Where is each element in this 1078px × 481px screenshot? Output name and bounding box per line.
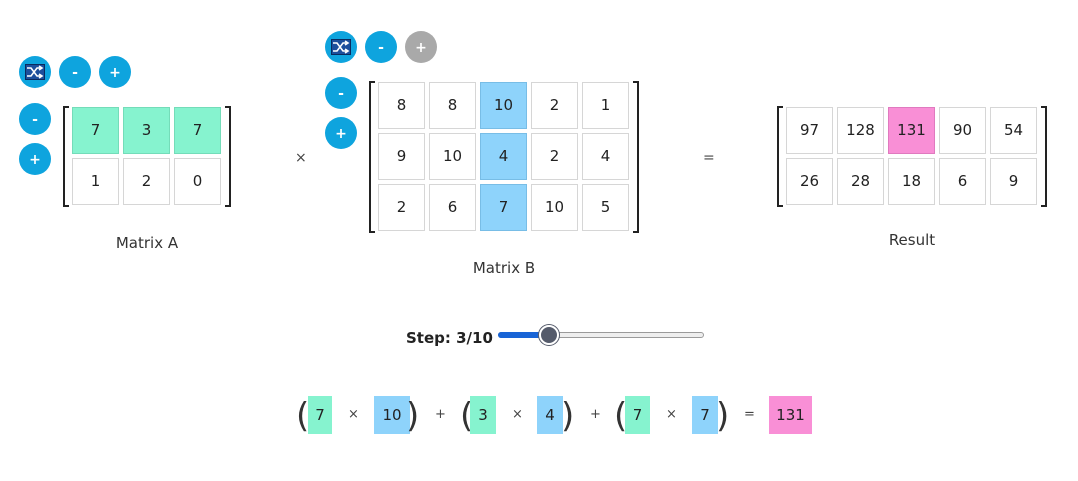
plus-icon: + — [335, 126, 347, 142]
slider-fill — [498, 332, 550, 338]
plus-operator: + — [435, 407, 446, 422]
matrix-cell[interactable]: 7 — [72, 107, 119, 154]
close-paren: ) — [716, 396, 730, 436]
matrix-bracket-right — [1041, 106, 1047, 207]
matrix-cell[interactable]: 5 — [582, 184, 629, 231]
add-column-b-button[interactable]: + — [405, 31, 437, 63]
times-operator: × — [512, 407, 523, 422]
matrix-cell[interactable]: 6 — [429, 184, 476, 231]
remove-column-b-button[interactable]: - — [365, 31, 397, 63]
matrix-cell[interactable]: 97 — [786, 107, 833, 154]
matrix-bracket-right — [633, 81, 639, 233]
matrix-cell[interactable]: 128 — [837, 107, 884, 154]
matrix-cell[interactable]: 8 — [429, 82, 476, 129]
matrix-cell[interactable]: 2 — [531, 133, 578, 180]
equals-operator: = — [703, 150, 715, 166]
matrix-cell[interactable]: 1 — [72, 158, 119, 205]
matrix-cell[interactable]: 90 — [939, 107, 986, 154]
remove-column-a-button[interactable]: - — [59, 56, 91, 88]
matrix-cell[interactable]: 10 — [531, 184, 578, 231]
minus-icon: - — [72, 65, 78, 81]
times-operator: × — [348, 407, 359, 422]
matrix-cell[interactable]: 7 — [174, 107, 221, 154]
term-a-value: 7 — [625, 396, 650, 434]
matrix-b-label: Matrix B — [472, 259, 536, 277]
matrix-cell[interactable]: 3 — [123, 107, 170, 154]
remove-row-b-button[interactable]: - — [325, 77, 357, 109]
matrix-cell[interactable]: 2 — [378, 184, 425, 231]
step-equation: (7 × 10) + (3 × 4) + (7 × 7) = 131 — [0, 396, 1078, 438]
matrix-cell[interactable]: 4 — [582, 133, 629, 180]
result-label: Result — [888, 231, 936, 249]
add-row-a-button[interactable]: + — [19, 143, 51, 175]
matrix-a-label: Matrix A — [115, 234, 179, 252]
shuffle-matrix-b-button[interactable] — [325, 31, 357, 63]
add-column-a-button[interactable]: + — [99, 56, 131, 88]
minus-icon: - — [378, 40, 384, 56]
matrix-cell[interactable]: 2 — [123, 158, 170, 205]
close-paren: ) — [561, 396, 575, 436]
plus-icon: + — [109, 65, 121, 81]
matrix-cell[interactable]: 8 — [378, 82, 425, 129]
matrix-cell[interactable]: 1 — [582, 82, 629, 129]
plus-icon: + — [29, 152, 41, 168]
term-b-value: 4 — [537, 396, 563, 434]
shuffle-icon — [331, 39, 351, 55]
matrix-cell[interactable]: 2 — [531, 82, 578, 129]
term-b-value: 10 — [374, 396, 410, 434]
matrix-bracket-left — [777, 106, 783, 207]
matrix-cell[interactable]: 28 — [837, 158, 884, 205]
minus-icon: - — [338, 86, 344, 102]
matrix-cell[interactable]: 9 — [378, 133, 425, 180]
matrix-cell[interactable]: 54 — [990, 107, 1037, 154]
close-paren: ) — [406, 396, 420, 436]
matrix-bracket-right — [225, 106, 231, 207]
open-paren: ( — [460, 396, 474, 436]
add-row-b-button[interactable]: + — [325, 117, 357, 149]
remove-row-a-button[interactable]: - — [19, 103, 51, 135]
matrix-cell[interactable]: 10 — [429, 133, 476, 180]
step-label: Step: 3/10 — [406, 329, 493, 347]
open-paren: ( — [296, 396, 310, 436]
term-b-value: 7 — [692, 396, 718, 434]
plus-icon: + — [415, 40, 427, 56]
step-slider[interactable] — [498, 324, 706, 346]
matrix-cell[interactable]: 18 — [888, 158, 935, 205]
matrix-cell[interactable]: 7 — [480, 184, 527, 231]
matrix-cell[interactable]: 0 — [174, 158, 221, 205]
term-a-value: 7 — [308, 396, 332, 434]
plus-operator: + — [590, 407, 601, 422]
matrix-cell[interactable]: 9 — [990, 158, 1037, 205]
matrix-cell[interactable]: 4 — [480, 133, 527, 180]
shuffle-icon — [25, 64, 45, 80]
term-a-value: 3 — [470, 396, 496, 434]
minus-icon: - — [32, 112, 38, 128]
open-paren: ( — [614, 396, 628, 436]
slider-thumb[interactable] — [539, 325, 560, 345]
times-operator: × — [666, 407, 677, 422]
matrix-cell[interactable]: 10 — [480, 82, 527, 129]
multiply-operator: × — [295, 150, 307, 166]
equation-result: 131 — [769, 396, 812, 434]
matrix-bracket-left — [63, 106, 69, 207]
matrix-cell[interactable]: 6 — [939, 158, 986, 205]
matrix-cell[interactable]: 26 — [786, 158, 833, 205]
equals-operator: = — [744, 407, 755, 422]
matrix-cell[interactable]: 131 — [888, 107, 935, 154]
matrix-bracket-left — [369, 81, 375, 233]
shuffle-matrix-a-button[interactable] — [19, 56, 51, 88]
